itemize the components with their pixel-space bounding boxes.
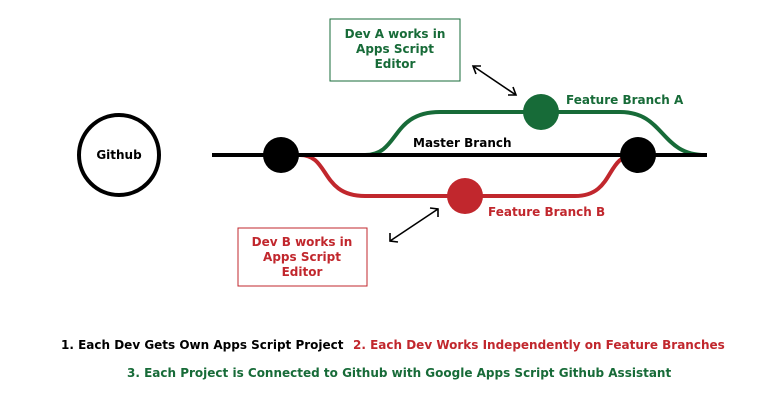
feature-branch-a-node [523, 94, 559, 130]
step-3-caption: 3. Each Project is Connected to Github w… [127, 366, 672, 380]
dev-b-note-line-3: Editor [282, 265, 323, 279]
dev-b-note-box [237, 227, 368, 287]
master-branch-label: Master Branch [413, 136, 512, 150]
dev-a-arrow [471, 65, 518, 96]
master-end-node [620, 137, 656, 173]
dev-a-note-line-1: Dev A works in [345, 27, 446, 41]
step-2-caption: 2. Each Dev Works Independently on Featu… [353, 338, 725, 352]
step-1-caption: 1. Each Dev Gets Own Apps Script Project [61, 338, 344, 352]
dev-b-arrow [389, 207, 439, 243]
feature-branch-a-label: Feature Branch A [566, 93, 684, 107]
dev-a-note-box [329, 18, 461, 82]
github-node [77, 113, 161, 197]
dev-b-note-line-1: Dev B works in [252, 235, 353, 249]
feature-branch-b-node [447, 178, 483, 214]
master-start-node [263, 137, 299, 173]
dev-a-note-line-3: Editor [375, 57, 416, 71]
dev-b-note-line-2: Apps Script [263, 250, 341, 264]
github-label: Github [96, 148, 142, 162]
feature-branch-b-label: Feature Branch B [488, 205, 605, 219]
dev-a-note-line-2: Apps Script [356, 42, 434, 56]
